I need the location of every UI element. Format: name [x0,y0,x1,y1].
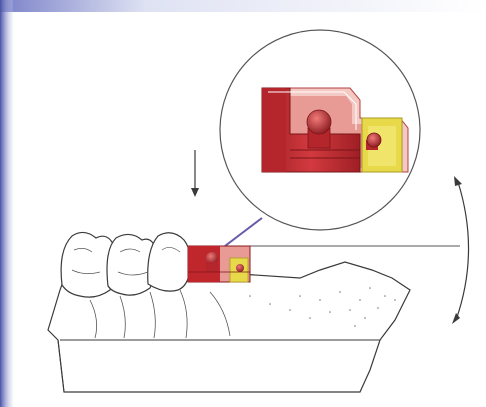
curved-double-arrow-icon [452,176,469,324]
ball-stud [307,110,331,134]
attachment-on-cast [188,246,250,282]
left-gradient [0,0,13,407]
top-gradient [0,0,486,12]
connector-line [225,218,262,246]
teeth [61,232,190,297]
canine-tooth [148,233,191,291]
down-arrow-icon [191,150,199,197]
